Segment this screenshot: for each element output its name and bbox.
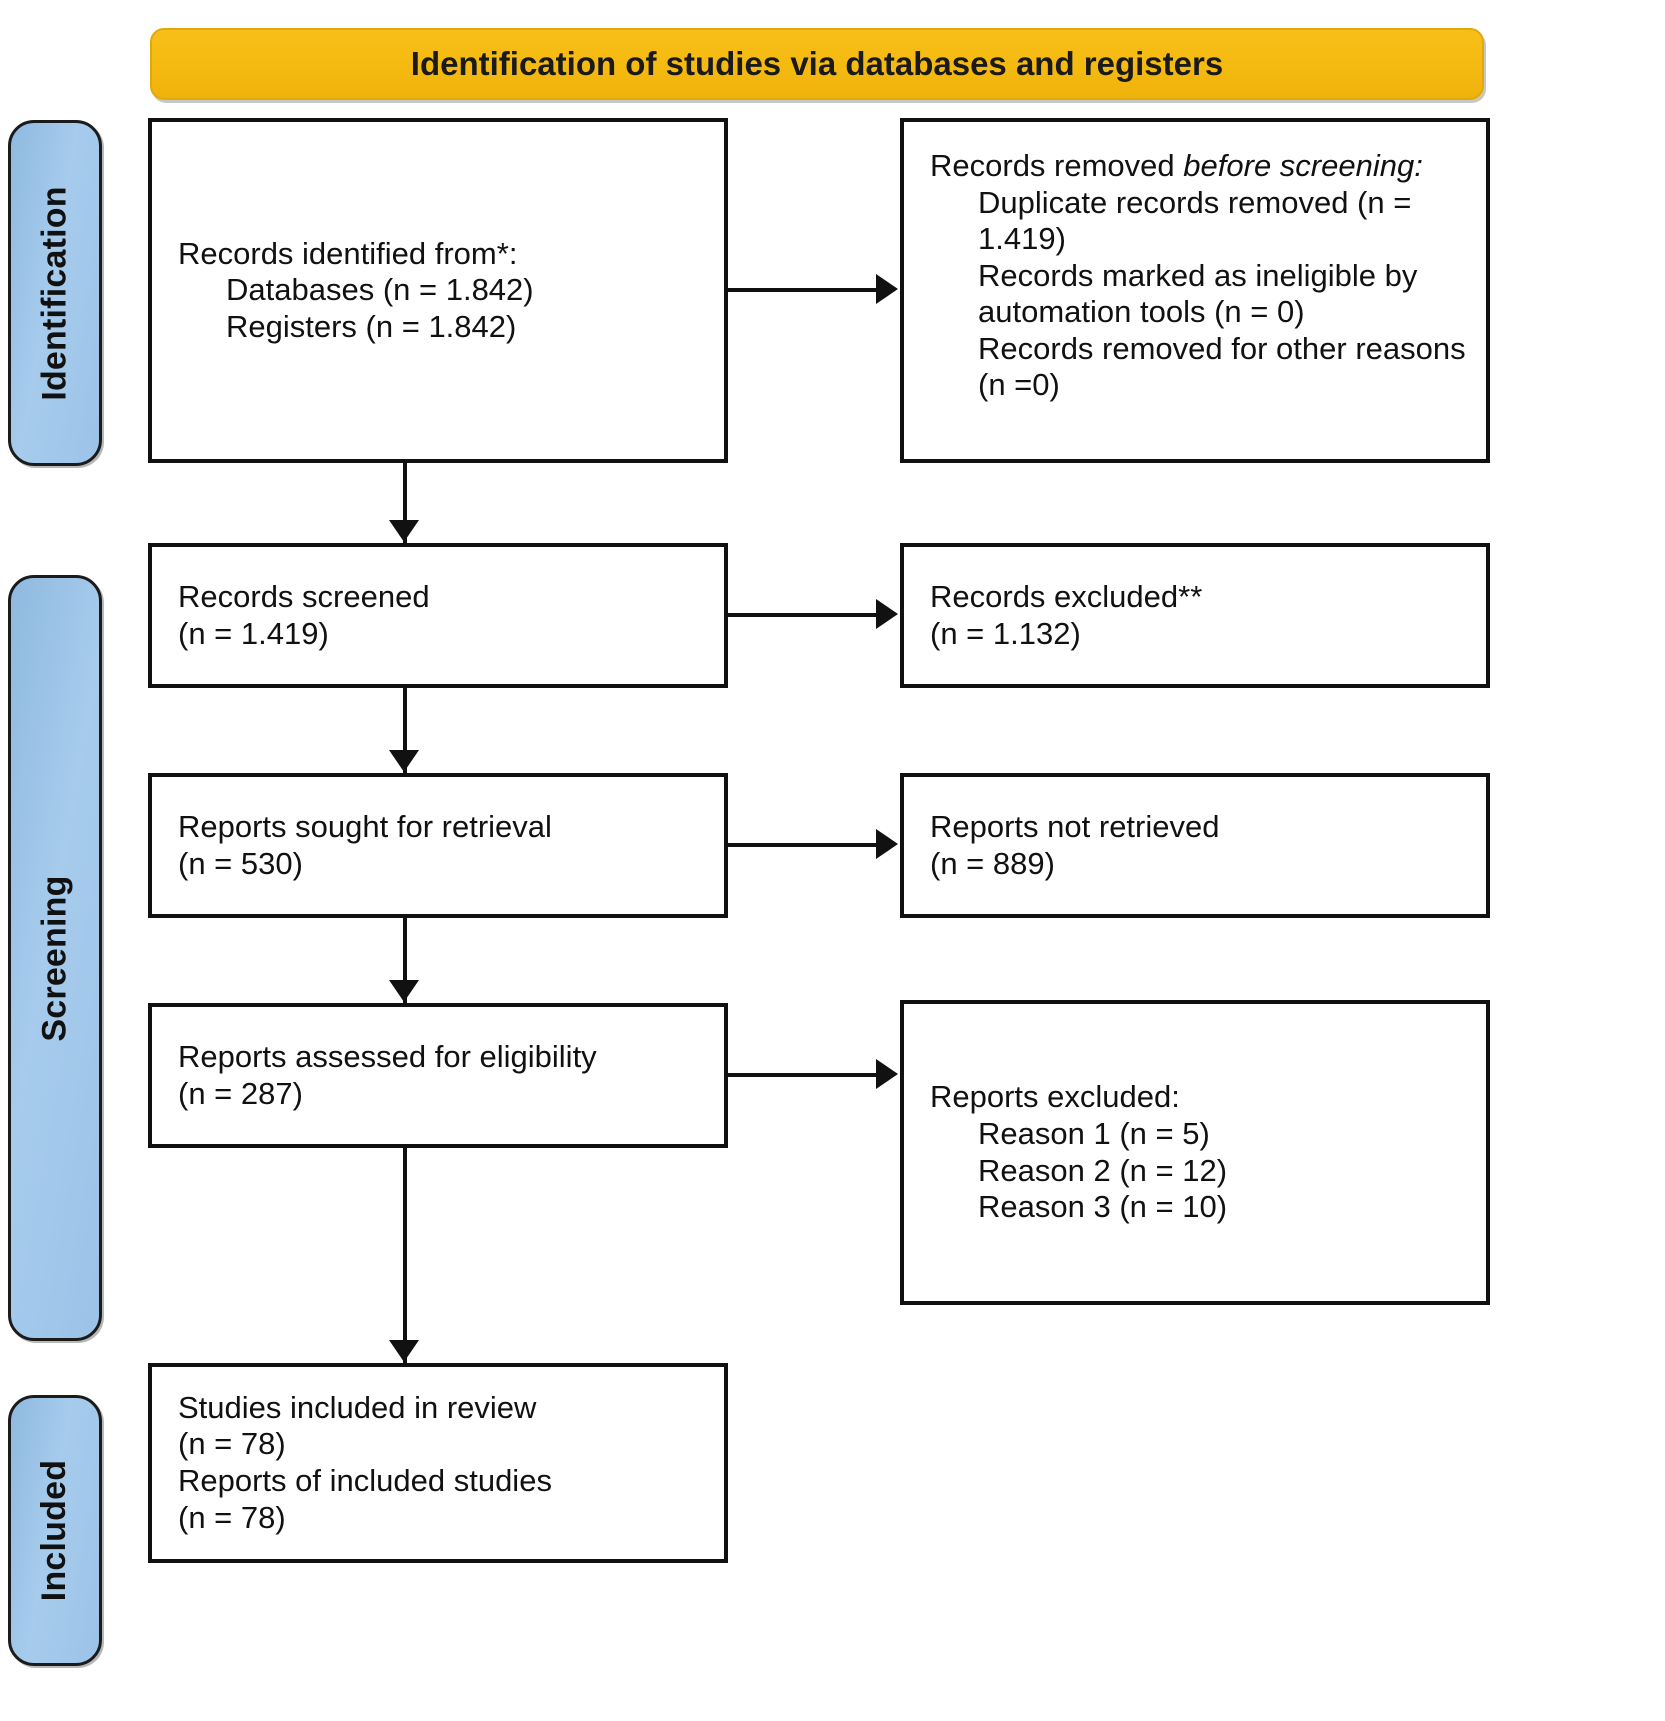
- phase-label-included: Included: [35, 1459, 74, 1602]
- phase-bar-identification: Identification: [8, 120, 102, 466]
- reports-excluded-reason-3: Reason 3 (n = 10): [978, 1189, 1228, 1225]
- connector-identified-to-removed: [728, 288, 878, 292]
- reports-assessed-count: (n = 287): [178, 1075, 303, 1111]
- connector-screened-to-excluded: [728, 613, 878, 617]
- phase-bar-screening: Screening: [8, 575, 102, 1341]
- box-reports-sought: Reports sought for retrieval (n = 530): [148, 773, 728, 918]
- records-removed-heading-italic: before screening: [1183, 148, 1415, 183]
- phase-bar-included: Included: [8, 1395, 102, 1666]
- arrowhead-assessed-to-included: [389, 1340, 419, 1362]
- studies-included-count: (n = 78): [178, 1426, 286, 1462]
- box-reports-assessed: Reports assessed for eligibility (n = 28…: [148, 1003, 728, 1148]
- arrowhead-screened-to-sought: [389, 750, 419, 772]
- records-removed-heading-colon: :: [1414, 148, 1423, 183]
- arrowhead-assessed-to-excluded: [876, 1059, 898, 1089]
- connector-identified-to-screened: [403, 463, 407, 543]
- arrowhead-sought-to-assessed: [389, 980, 419, 1002]
- box-reports-not-retrieved: Reports not retrieved (n = 889): [900, 773, 1490, 918]
- box-records-removed: Records removed before screening: Duplic…: [900, 118, 1490, 463]
- reports-sought-heading: Reports sought for retrieval: [178, 808, 552, 844]
- arrowhead-sought-to-not-retrieved: [876, 829, 898, 859]
- arrowhead-identified-to-screened: [389, 520, 419, 542]
- records-identified-registers: Registers (n = 1.842): [226, 308, 517, 344]
- box-reports-excluded: Reports excluded: Reason 1 (n = 5) Reaso…: [900, 1000, 1490, 1305]
- box-records-excluded: Records excluded** (n = 1.132): [900, 543, 1490, 688]
- records-identified-heading: Records identified from*:: [178, 235, 518, 271]
- reports-not-retrieved-count: (n = 889): [930, 845, 1055, 881]
- connector-sought-to-assessed: [403, 918, 407, 1003]
- connector-screened-to-sought: [403, 688, 407, 773]
- reports-included-line: Reports of included studies: [178, 1463, 552, 1498]
- reports-excluded-reason-1: Reason 1 (n = 5): [978, 1115, 1210, 1151]
- box-records-identified: Records identified from*: Databases (n =…: [148, 118, 728, 463]
- reports-included-count: (n = 78): [178, 1499, 286, 1535]
- diagram-title-banner: Identification of studies via databases …: [150, 28, 1484, 100]
- connector-sought-to-not-retrieved: [728, 843, 878, 847]
- records-excluded-heading: Records excluded**: [930, 578, 1203, 614]
- reports-sought-count: (n = 530): [178, 845, 303, 881]
- phase-label-screening: Screening: [35, 874, 74, 1042]
- arrowhead-screened-to-excluded: [876, 599, 898, 629]
- reports-excluded-reason-2: Reason 2 (n = 12): [978, 1152, 1228, 1188]
- phase-label-identification: Identification: [35, 185, 74, 401]
- records-removed-duplicate: Duplicate records removed (n = 1.419): [978, 184, 1412, 257]
- reports-assessed-heading: Reports assessed for eligibility: [178, 1038, 597, 1074]
- box-studies-included: Studies included in review (n = 78) Repo…: [148, 1363, 728, 1563]
- records-identified-databases: Databases (n = 1.842): [226, 272, 534, 308]
- records-removed-other: Records removed for other reasons (n =0): [978, 330, 1466, 403]
- page-title: Identification of studies via databases …: [410, 45, 1224, 82]
- connector-assessed-to-excluded: [728, 1073, 878, 1077]
- connector-assessed-to-included: [403, 1148, 407, 1363]
- records-removed-heading-plain: Records removed: [930, 148, 1184, 183]
- arrowhead-identified-to-removed: [876, 274, 898, 304]
- reports-excluded-heading: Reports excluded:: [930, 1079, 1180, 1115]
- records-screened-heading: Records screened: [178, 578, 430, 614]
- records-removed-ineligible: Records marked as ineligible by automati…: [978, 257, 1418, 330]
- reports-not-retrieved-heading: Reports not retrieved: [930, 808, 1220, 844]
- records-screened-count: (n = 1.419): [178, 615, 329, 651]
- box-records-screened: Records screened (n = 1.419): [148, 543, 728, 688]
- records-excluded-count: (n = 1.132): [930, 615, 1081, 651]
- studies-included-line: Studies included in review: [178, 1389, 537, 1425]
